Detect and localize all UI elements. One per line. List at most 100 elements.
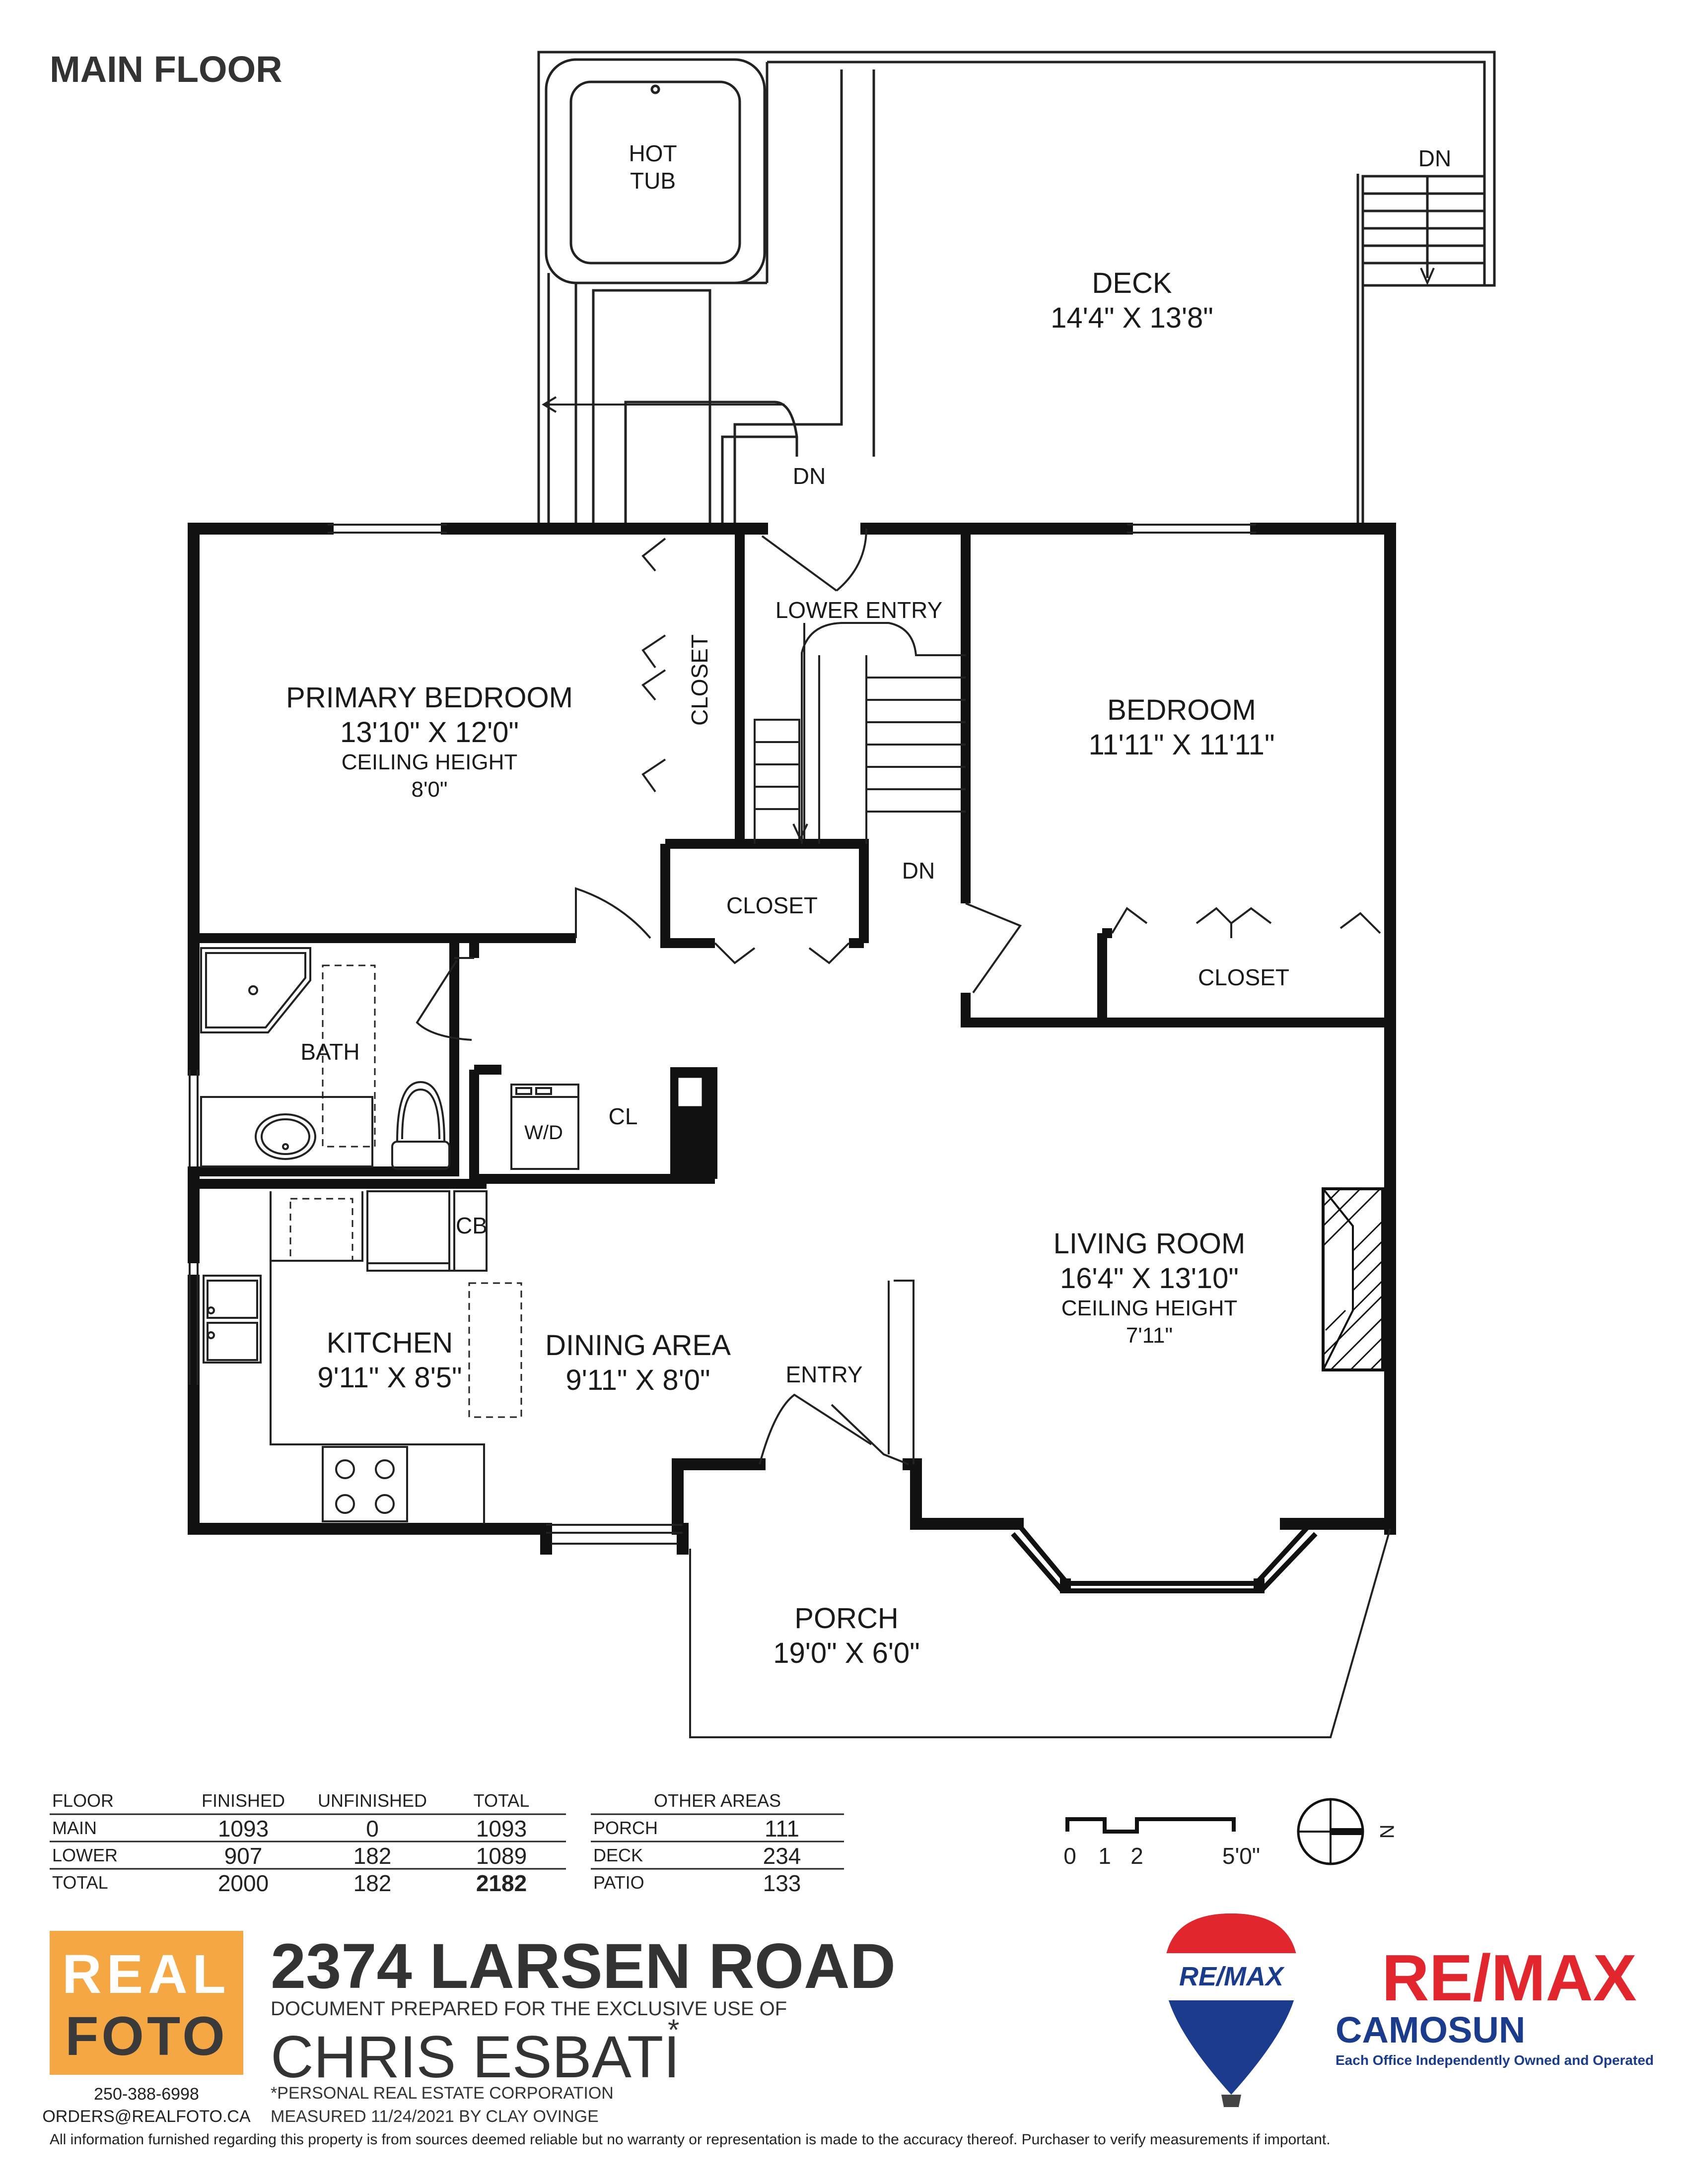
wd-label: W/D xyxy=(524,1122,563,1144)
cb-label: CB xyxy=(456,1213,488,1238)
scale-tick-5: 5'0" xyxy=(1222,1843,1260,1869)
hot-tub-label-2: TUB xyxy=(630,168,676,194)
area-th-floor: FLOOR xyxy=(52,1790,114,1811)
prepared-for: DOCUMENT PREPARED FOR THE EXCLUSIVE USE … xyxy=(271,1998,787,2020)
hot-tub-label-1: HOT xyxy=(629,140,677,166)
other-porch-label: PORCH xyxy=(593,1818,658,1838)
dining-dims: 9'11" X 8'0" xyxy=(565,1364,710,1396)
primary-closet-label: CLOSET xyxy=(687,634,712,726)
deck-dims: 14'4" X 13'8" xyxy=(1051,302,1213,334)
realfoto-phone: 250-388-6998 xyxy=(94,2085,199,2104)
area-row-main-finished: 1093 xyxy=(218,1816,269,1842)
remax-office: CAMOSUN xyxy=(1336,2009,1525,2050)
other-deck-value: 234 xyxy=(763,1843,801,1869)
realfoto-line1: REAL xyxy=(62,1944,230,2005)
area-row-total-finished: 2000 xyxy=(218,1870,269,1896)
primary-bedroom-ceiling-value: 8'0" xyxy=(412,777,448,802)
deck-name: DECK xyxy=(1092,267,1172,299)
primary-bedroom-ceiling-label: CEILING HEIGHT xyxy=(342,750,518,774)
agent-name: CHRIS ESBATI xyxy=(271,2024,680,2090)
remax-balloon-text: RE/MAX xyxy=(1179,1962,1285,1991)
bath-fixtures xyxy=(200,947,450,1170)
hall-closet-label: CLOSET xyxy=(726,892,818,918)
dining-name: DINING AREA xyxy=(545,1329,731,1362)
area-row-lower-total: 1089 xyxy=(476,1843,527,1869)
area-row-lower-label: LOWER xyxy=(52,1845,118,1865)
windows xyxy=(189,524,1256,1545)
disclaimer: All information furnished regarding this… xyxy=(50,2131,1331,2148)
bedroom-name: BEDROOM xyxy=(1107,694,1256,726)
area-row-main-unfinished: 0 xyxy=(366,1816,379,1842)
cl-block-inset xyxy=(677,1076,703,1108)
deck-dn-upper: DN xyxy=(1418,145,1451,171)
scale-tick-2: 2 xyxy=(1130,1843,1143,1869)
porch-dims: 19'0" X 6'0" xyxy=(773,1637,920,1669)
kitchen-name: KITCHEN xyxy=(327,1327,453,1359)
doors xyxy=(416,528,1022,1465)
bay-post-right xyxy=(1254,1578,1265,1593)
washer-dryer xyxy=(510,1084,579,1170)
area-row-total-label: TOTAL xyxy=(52,1872,108,1893)
other-patio-label: PATIO xyxy=(593,1872,644,1893)
bay-window xyxy=(1011,1522,1318,1593)
compass-north-label: N xyxy=(1376,1825,1398,1839)
scale-tick-0: 0 xyxy=(1063,1843,1076,1869)
kitchen-island xyxy=(468,1282,522,1418)
compass-icon: N xyxy=(1297,1798,1398,1865)
area-row-main-total: 1093 xyxy=(476,1816,527,1842)
listing-address: 2374 LARSEN ROAD xyxy=(271,1931,896,2002)
porch xyxy=(689,1528,1391,1738)
stairs-dn-label: DN xyxy=(902,858,935,884)
bath-cabinet-dashed xyxy=(322,964,376,1148)
lower-entry-stairs xyxy=(754,622,966,844)
measured-by: MEASURED 11/24/2021 BY CLAY OVINGE xyxy=(271,2107,599,2126)
deck xyxy=(537,51,1496,526)
personal-corp: *PERSONAL REAL ESTATE CORPORATION xyxy=(271,2084,614,2103)
area-row-lower-finished: 907 xyxy=(224,1843,263,1869)
kitchen-fixtures xyxy=(203,1190,488,1524)
scale-tick-1: 1 xyxy=(1098,1843,1111,1869)
area-th-total: TOTAL xyxy=(474,1790,530,1811)
area-table: FLOOR FINISHED UNFINISHED TOTAL MAIN 109… xyxy=(50,1790,844,1896)
scale-bar: 0 1 2 5'0" xyxy=(1063,1817,1260,1869)
fireplace xyxy=(1322,1187,1384,1371)
living-name: LIVING ROOM xyxy=(1054,1228,1246,1260)
realfoto-logo: REAL FOTO xyxy=(50,1931,243,2075)
lower-entry-label: LOWER ENTRY xyxy=(775,597,943,623)
kitchen-upper-cabinet xyxy=(289,1198,353,1262)
interior-walls xyxy=(194,529,1390,1189)
realfoto-line2: FOTO xyxy=(65,2006,228,2067)
remax-tagline: Each Office Independently Owned and Oper… xyxy=(1336,2052,1654,2068)
living-ceiling-label: CEILING HEIGHT xyxy=(1061,1296,1238,1320)
deck-arrows xyxy=(542,268,1435,413)
other-patio-value: 133 xyxy=(763,1870,801,1896)
area-row-lower-unfinished: 182 xyxy=(353,1843,392,1869)
other-porch-value: 111 xyxy=(765,1816,799,1842)
bath-label: BATH xyxy=(300,1039,359,1065)
living-dims: 16'4" X 13'10" xyxy=(1060,1262,1239,1295)
kitchen-dims: 9'11" X 8'5" xyxy=(317,1362,462,1394)
bay-post-left xyxy=(1060,1578,1071,1593)
area-row-main-label: MAIN xyxy=(52,1818,97,1838)
primary-bedroom-name: PRIMARY BEDROOM xyxy=(286,682,573,714)
deck-dn-lower: DN xyxy=(793,463,826,489)
remax-wordmark: RE/MAX xyxy=(1382,1941,1636,2014)
entry-label: ENTRY xyxy=(785,1362,862,1387)
living-ceiling-value: 7'11" xyxy=(1126,1323,1173,1348)
floor-title: MAIN FLOOR xyxy=(50,49,282,90)
remax-balloon-logo: RE/MAX xyxy=(1164,1913,1298,2107)
realfoto-email: ORDERS@REALFOTO.CA xyxy=(42,2107,251,2126)
stairs-arrow xyxy=(792,823,808,841)
bedroom-dims: 11'11" X 11'11" xyxy=(1088,729,1274,761)
bedroom-closet-label: CLOSET xyxy=(1198,964,1289,990)
primary-bedroom-dims: 13'10" X 12'0" xyxy=(340,716,519,749)
hot-tub xyxy=(545,58,766,284)
area-th-finished: FINISHED xyxy=(202,1790,285,1811)
area-row-total-unfinished: 182 xyxy=(353,1870,392,1896)
area-row-total-total: 2182 xyxy=(476,1870,527,1896)
area-th-unfinished: UNFINISHED xyxy=(318,1790,427,1811)
other-areas-header: OTHER AREAS xyxy=(654,1790,781,1811)
other-deck-label: DECK xyxy=(593,1845,643,1865)
cl-label: CL xyxy=(609,1103,638,1129)
